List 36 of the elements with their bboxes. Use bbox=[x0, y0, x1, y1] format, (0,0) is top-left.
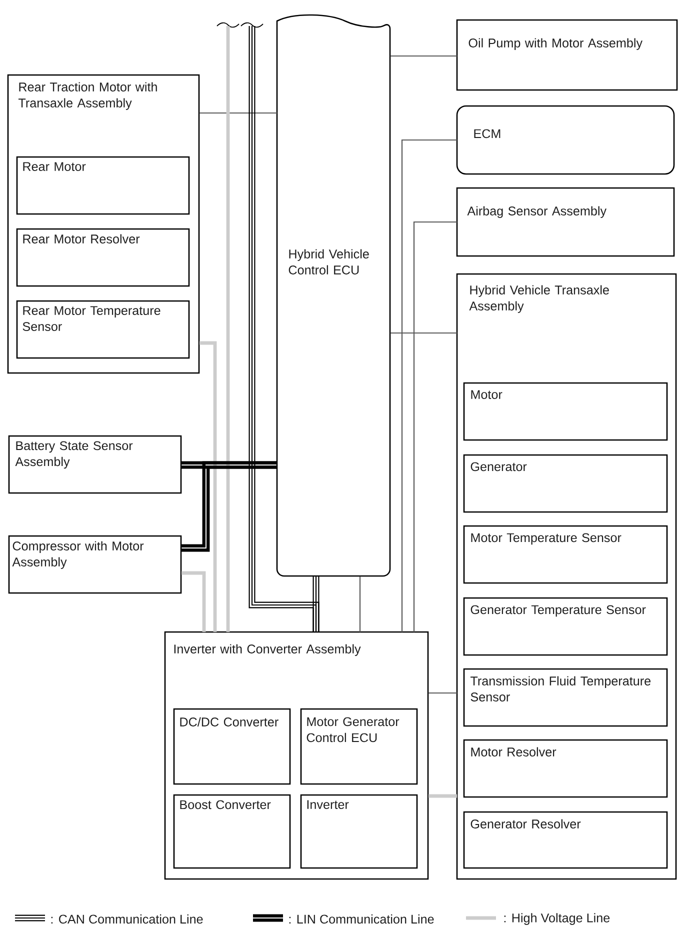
lin-line bbox=[180, 461, 279, 552]
signal-line bbox=[390, 332, 457, 334]
component-box: Rear Motor Temperature Sensor bbox=[16, 300, 190, 359]
signal-line bbox=[390, 55, 457, 57]
signal-line bbox=[401, 139, 457, 632]
component-box: Transmission Fluid Temperature Sensor bbox=[463, 668, 668, 727]
component-box: Rear Motor bbox=[16, 156, 190, 215]
high-voltage-line bbox=[428, 794, 457, 798]
high-voltage-line bbox=[226, 26, 230, 632]
component-box: ECM bbox=[456, 105, 675, 175]
legend-text: : High Voltage Line bbox=[504, 913, 610, 925]
component-box: Motor Generator Control ECU bbox=[300, 708, 418, 785]
component-box: Compressor with Motor Assembly bbox=[8, 535, 182, 594]
legend-text: : CAN Communication Line bbox=[51, 914, 203, 924]
component-box: Hybrid Vehicle Control ECU bbox=[276, 14, 391, 577]
component-box: Inverter bbox=[300, 794, 418, 869]
can-line bbox=[312, 576, 320, 633]
component-box: Generator bbox=[463, 454, 668, 513]
component-box: Motor bbox=[463, 382, 668, 441]
component-box: Generator Resolver bbox=[463, 811, 668, 869]
high-voltage-line bbox=[181, 571, 206, 632]
signal-line bbox=[413, 221, 457, 632]
signal-line bbox=[199, 112, 277, 114]
signal-line bbox=[359, 576, 361, 632]
component-box: Boost Converter bbox=[173, 794, 291, 869]
component-box: Battery State Sensor Assembly bbox=[8, 435, 182, 494]
signal-line bbox=[428, 692, 457, 694]
component-box: Airbag Sensor Assembly bbox=[456, 187, 675, 257]
component-box: Generator Temperature Sensor bbox=[463, 597, 668, 656]
high-voltage-line bbox=[199, 341, 217, 632]
component-box: Rear Motor Resolver bbox=[16, 228, 190, 287]
component-box: Motor Resolver bbox=[463, 739, 668, 798]
legend-text: : LIN Communication Line bbox=[289, 914, 434, 924]
component-box: Oil Pump with Motor Assembly bbox=[456, 19, 678, 91]
component-box: Motor Temperature Sensor bbox=[463, 525, 668, 584]
component-box: DC/DC Converter bbox=[173, 708, 291, 785]
